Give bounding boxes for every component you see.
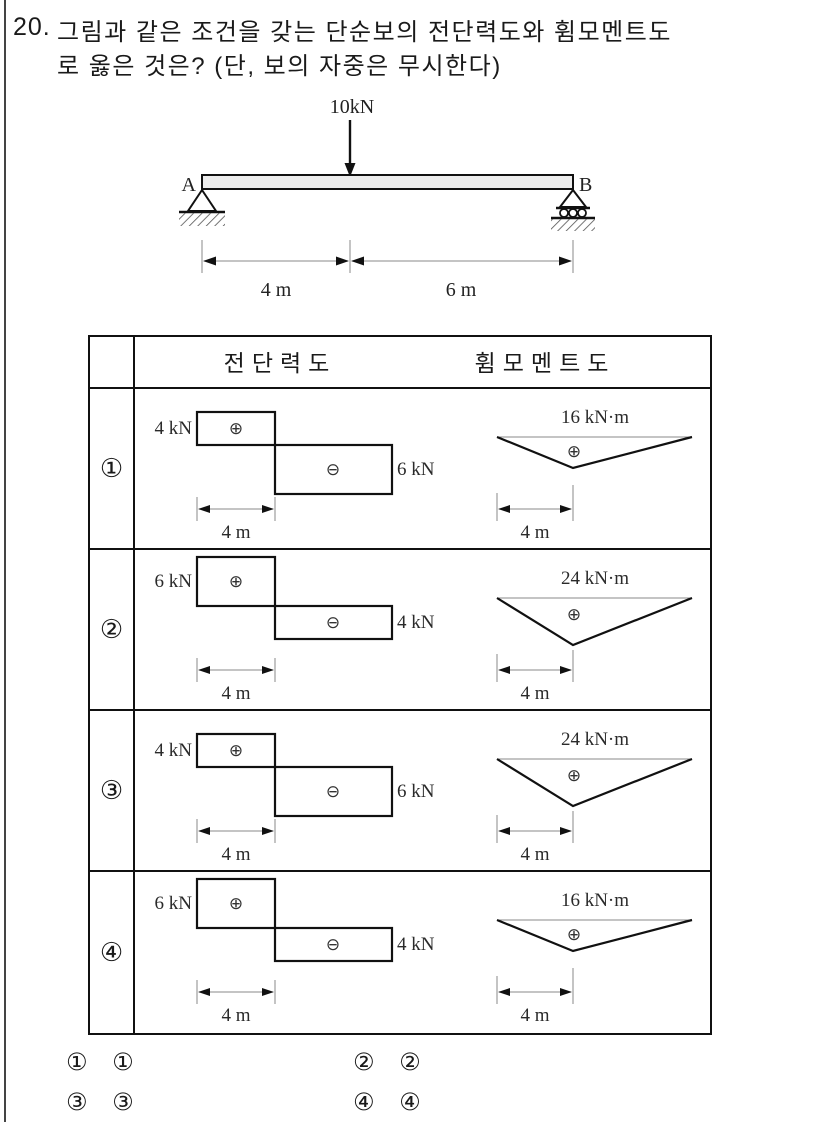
moment-diagram-1: 16 kN·m ⊕ 4 m [496, 407, 693, 543]
beam-figure: 10kN A B [179, 96, 595, 301]
page-left-rule [4, 0, 6, 1122]
positive-shear-rect [195, 877, 277, 930]
answer-choice-2[interactable]: ② ② [353, 1049, 423, 1076]
moment-curve [496, 918, 693, 953]
header-shear: 전단력도 [223, 350, 337, 376]
shear-neg-value: 4 kN [397, 934, 435, 955]
pin-support-icon [179, 188, 225, 226]
moment-peak-value: 24 kN·m [561, 729, 629, 750]
dimension-line: 4 m [196, 658, 276, 704]
plus-sign-icon: ⊕ [567, 766, 581, 786]
moment-peak-value: 16 kN·m [561, 890, 629, 911]
plus-sign-icon: ⊕ [567, 925, 581, 945]
shear-neg-value: 6 kN [397, 459, 435, 480]
dimension-line: 4 m [496, 811, 574, 865]
shear-pos-value: 4 kN [155, 740, 193, 761]
plus-sign-icon: ⊕ [229, 741, 243, 761]
dimension-line: 4 m [196, 980, 276, 1026]
minus-sign-icon: ⊖ [326, 782, 340, 802]
moment-dim-label: 4 m [520, 683, 549, 704]
shear-dim-label: 4 m [221, 522, 250, 543]
options-table: 전단력도 휨모멘트도 ① 4 kN 6 kN ⊕ ⊖ [88, 335, 712, 1035]
shear-diagram-2: 6 kN 4 kN ⊕ ⊖ 4 m [155, 555, 435, 704]
shear-pos-value: 4 kN [155, 418, 193, 439]
dimension-line: 4 m [496, 650, 574, 704]
minus-sign-icon: ⊖ [326, 935, 340, 955]
roller-support-icon [551, 188, 595, 231]
header-moment: 휨모멘트도 [474, 350, 616, 376]
plus-sign-icon: ⊕ [229, 419, 243, 439]
shear-dim-label: 4 m [221, 844, 250, 865]
load-arrow-icon [344, 120, 356, 177]
question-number: 20. [13, 13, 51, 41]
shear-neg-value: 4 kN [397, 612, 435, 633]
shear-diagram-3: 4 kN 6 kN ⊕ ⊖ 4 m [155, 732, 435, 865]
dimension-line: 4 m [196, 497, 276, 543]
support-b-label: B [579, 174, 592, 196]
load-label: 10kN [330, 96, 374, 118]
option-3-badge: ③ [90, 711, 135, 870]
moment-diagram-2: 24 kN·m ⊕ 4 m [496, 568, 693, 704]
moment-curve [496, 757, 693, 808]
positive-shear-rect [195, 732, 277, 769]
negative-shear-rect [273, 765, 394, 818]
shear-dim-label: 4 m [221, 683, 250, 704]
moment-dim-label: 4 m [520, 1005, 549, 1026]
table-row-option-1: ① 4 kN 6 kN ⊕ ⊖ 4 m [90, 389, 710, 550]
shear-pos-value: 6 kN [155, 893, 193, 914]
dimension-line: 4 m [496, 968, 574, 1026]
positive-shear-rect [195, 555, 277, 608]
support-a-label: A [182, 174, 197, 196]
beam-bar [201, 174, 574, 190]
plus-sign-icon: ⊕ [229, 894, 243, 914]
table-row-option-2: ② 6 kN 4 kN ⊕ ⊖ 4 m [90, 550, 710, 711]
moment-curve [496, 435, 693, 470]
dimension-line: 4 m [196, 819, 276, 865]
moment-dim-label: 4 m [520, 522, 549, 543]
minus-sign-icon: ⊖ [326, 613, 340, 633]
beam-dim-left-label: 4 m [261, 279, 292, 301]
shear-neg-value: 6 kN [397, 781, 435, 802]
beam-dim-right-label: 6 m [446, 279, 477, 301]
answer-choice-1[interactable]: ① ① [66, 1049, 136, 1076]
moment-dim-label: 4 m [520, 844, 549, 865]
plus-sign-icon: ⊕ [567, 605, 581, 625]
option-1-badge: ① [90, 389, 135, 548]
question-text-line2: 로 옳은 것은? (단, 보의 자중은 무시한다) [57, 53, 502, 80]
shear-pos-value: 6 kN [155, 571, 193, 592]
negative-shear-rect [273, 926, 394, 963]
shear-dim-label: 4 m [221, 1005, 250, 1026]
table-row-option-4: ④ 6 kN 4 kN ⊕ ⊖ 4 m [90, 872, 710, 1033]
question-text-line1: 그림과 같은 조건을 갖는 단순보의 전단력도와 휨모멘트도 [57, 19, 672, 46]
answer-choice-3[interactable]: ③ ③ [66, 1089, 136, 1116]
moment-peak-value: 24 kN·m [561, 568, 629, 589]
moment-peak-value: 16 kN·m [561, 407, 629, 428]
minus-sign-icon: ⊖ [326, 460, 340, 480]
moment-diagram-4: 16 kN·m ⊕ 4 m [496, 890, 693, 1026]
plus-sign-icon: ⊕ [229, 572, 243, 592]
dimension-line: 4 m [496, 485, 574, 543]
shear-diagram-1: 4 kN 6 kN ⊕ ⊖ 4 m [155, 410, 435, 543]
table-row-option-3: ③ 4 kN 6 kN ⊕ ⊖ 4 m [90, 711, 710, 872]
header-empty-cell [90, 337, 135, 387]
option-2-badge: ② [90, 550, 135, 709]
option-4-badge: ④ [90, 872, 135, 1033]
negative-shear-rect [273, 604, 394, 641]
moment-curve [496, 596, 693, 647]
beam-dimension-line: 4 m 6 m [201, 240, 574, 301]
positive-shear-rect [195, 410, 277, 447]
plus-sign-icon: ⊕ [567, 442, 581, 462]
shear-diagram-4: 6 kN 4 kN ⊕ ⊖ 4 m [155, 877, 435, 1026]
moment-diagram-3: 24 kN·m ⊕ 4 m [496, 729, 693, 865]
answer-choice-4[interactable]: ④ ④ [353, 1089, 423, 1116]
table-header-row: 전단력도 휨모멘트도 [90, 337, 710, 389]
negative-shear-rect [273, 443, 394, 496]
